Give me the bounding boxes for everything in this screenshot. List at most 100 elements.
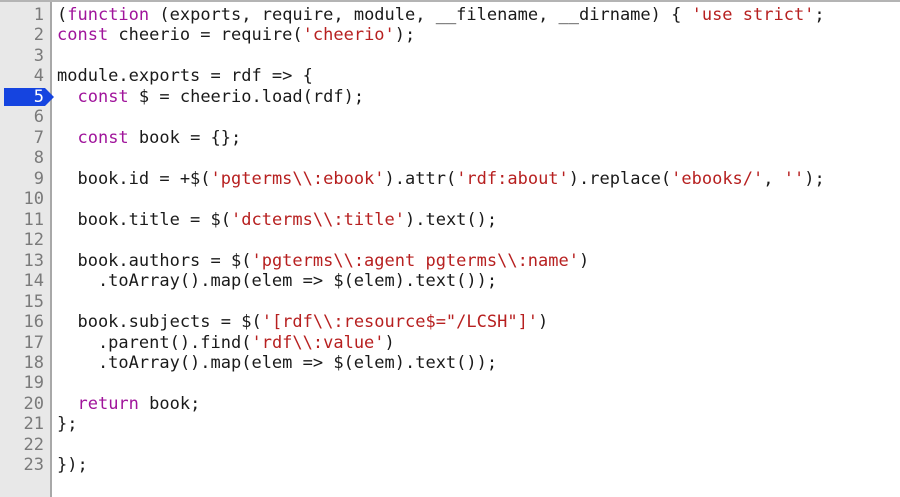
token-string: 'ebooks/'	[671, 168, 764, 189]
code-line[interactable]: const book = {};	[57, 128, 900, 148]
line-number[interactable]: 23	[0, 455, 50, 475]
line-number-current[interactable]: 5	[0, 86, 54, 107]
line-number[interactable]: 17	[0, 333, 50, 353]
line-number-label: 14	[23, 271, 44, 292]
execution-pointer-marker	[4, 87, 45, 107]
token-keyword: const	[57, 25, 109, 46]
token-string: '[rdf\\:resource$="/LCSH"]'	[261, 312, 539, 333]
line-number-label: 9	[33, 168, 44, 189]
line-number-label: 1	[33, 5, 44, 25]
code-line[interactable]: const cheerio = require('cheerio');	[57, 25, 900, 45]
code-line[interactable]	[57, 230, 900, 250]
line-number[interactable]: 22	[0, 435, 50, 455]
token-keyword: return	[77, 393, 139, 414]
line-number[interactable]: 14	[0, 271, 50, 291]
token-plain: cheerio = require(	[108, 25, 303, 46]
token-keyword: const	[77, 86, 129, 107]
token-string: 'use strict'	[691, 5, 815, 25]
code-line[interactable]: return book;	[57, 394, 900, 414]
token-string: 'pgterms\\:agent pgterms\\:name'	[251, 250, 579, 271]
token-plain: book;	[138, 393, 201, 414]
token-keyword: const	[77, 127, 129, 148]
line-number-label: 23	[23, 455, 44, 476]
token-plain: .parent().find(	[57, 332, 252, 353]
token-plain: book.id = +$(	[57, 168, 211, 189]
line-number-label: 13	[23, 250, 44, 271]
line-number[interactable]: 20	[0, 394, 50, 414]
line-number[interactable]: 6	[0, 107, 50, 127]
line-number-label: 10	[23, 189, 44, 210]
line-number[interactable]: 19	[0, 373, 50, 393]
line-number[interactable]: 11	[0, 210, 50, 230]
line-number[interactable]: 10	[0, 189, 50, 209]
line-number-label: 16	[23, 312, 44, 333]
line-number[interactable]: 21	[0, 414, 50, 434]
line-number[interactable]: 18	[0, 353, 50, 373]
line-number-label: 5	[33, 86, 44, 107]
token-plain: .toArray().map(elem => $(elem).text());	[57, 271, 498, 292]
line-number-label: 21	[23, 414, 44, 435]
line-number[interactable]: 8	[0, 148, 50, 168]
token-plain: )	[538, 312, 549, 333]
token-string: 'dcterms\\:title'	[231, 209, 405, 230]
line-number[interactable]: 16	[0, 312, 50, 332]
line-number[interactable]: 4	[0, 66, 50, 86]
token-plain: ).attr(	[384, 168, 457, 189]
code-line[interactable]: const $ = cheerio.load(rdf);	[57, 87, 900, 107]
line-number-label: 18	[23, 352, 44, 373]
code-line[interactable]: book.subjects = $('[rdf\\:resource$="/LC…	[57, 312, 900, 332]
token-plain: ).text();	[405, 209, 498, 230]
code-line[interactable]: });	[57, 455, 900, 475]
code-line[interactable]: .toArray().map(elem => $(elem).text());	[57, 271, 900, 291]
token-plain: module.exports = rdf => {	[57, 66, 313, 87]
token-plain: );	[804, 168, 825, 189]
code-line[interactable]: book.title = $('dcterms\\:title').text()…	[57, 210, 900, 230]
token-plain: book.title = $(	[57, 209, 231, 230]
line-number-label: 15	[23, 291, 44, 312]
token-plain	[57, 394, 77, 414]
token-plain: });	[57, 455, 88, 476]
code-text-area[interactable]: (function (exports, require, module, __f…	[52, 2, 900, 497]
code-line[interactable]: .parent().find('rdf\\:value')	[57, 333, 900, 353]
line-number[interactable]: 7	[0, 128, 50, 148]
token-plain: (exports, require, module, __filename, _…	[149, 5, 692, 25]
token-plain	[57, 87, 77, 107]
code-line[interactable]	[57, 435, 900, 455]
token-string: ''	[783, 168, 805, 189]
code-line[interactable]: module.exports = rdf => {	[57, 66, 900, 86]
line-number-label: 2	[33, 25, 44, 46]
code-line[interactable]: book.authors = $('pgterms\\:agent pgterm…	[57, 251, 900, 271]
line-number[interactable]: 2	[0, 25, 50, 45]
code-line[interactable]	[57, 189, 900, 209]
token-plain: )	[578, 250, 590, 271]
token-plain: );	[394, 25, 416, 46]
token-keyword: function	[67, 5, 150, 25]
line-number-label: 11	[23, 209, 44, 230]
line-number[interactable]: 12	[0, 230, 50, 250]
code-line[interactable]	[57, 292, 900, 312]
line-number[interactable]: 13	[0, 251, 50, 271]
line-number[interactable]: 3	[0, 46, 50, 66]
token-plain: };	[57, 414, 78, 435]
token-plain: )	[384, 332, 395, 353]
code-line[interactable]	[57, 148, 900, 168]
code-line[interactable]: .toArray().map(elem => $(elem).text());	[57, 353, 900, 373]
code-line[interactable]: };	[57, 414, 900, 434]
token-plain: (	[57, 5, 68, 25]
token-plain	[57, 128, 77, 148]
code-line[interactable]: (function (exports, require, module, __f…	[57, 5, 900, 25]
line-number-label: 12	[23, 230, 44, 251]
line-number-label: 20	[23, 393, 44, 414]
code-line[interactable]	[57, 46, 900, 66]
line-number-label: 8	[33, 148, 44, 169]
line-number[interactable]: 15	[0, 292, 50, 312]
token-string: 'cheerio'	[302, 25, 395, 46]
code-line[interactable]	[57, 373, 900, 393]
code-line[interactable]: book.id = +$('pgterms\\:ebook').attr('rd…	[57, 169, 900, 189]
line-number[interactable]: 1	[0, 5, 50, 25]
line-number-label: 22	[23, 434, 44, 455]
line-number[interactable]: 9	[0, 169, 50, 189]
code-line[interactable]	[57, 107, 900, 127]
